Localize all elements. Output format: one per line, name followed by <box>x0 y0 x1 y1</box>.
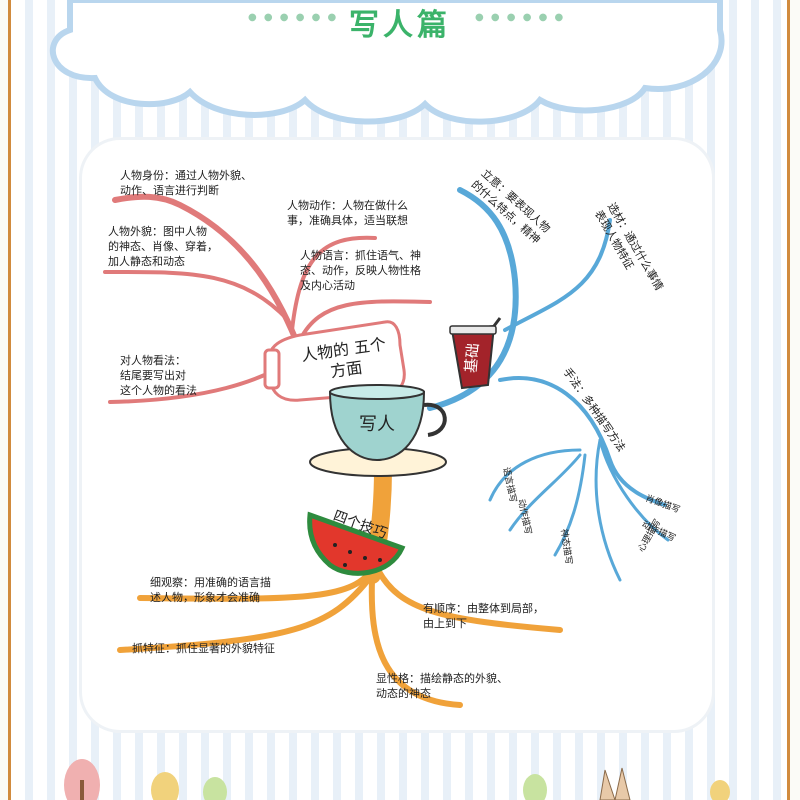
drink-cup-node <box>449 317 502 390</box>
orange-leaf-observe: 细观察：用准确的语言描 述人物，形象才会准确 <box>150 576 271 604</box>
center-node-label: 写人 <box>359 414 395 435</box>
red-leaf-action: 人物动作：人物在做什么 事，准确具体，适当联想 <box>287 199 408 227</box>
title-dots-right: ● ● ● ● ● ● <box>475 12 566 23</box>
orange-leaf-order: 有顺序：由整体到局部， 由上到下 <box>423 602 544 630</box>
blue-node-label: 基础 <box>461 342 483 374</box>
watermelon-node <box>307 511 406 576</box>
red-branches <box>103 193 432 404</box>
red-leaf-language: 人物语言：抓住语气、神 态、动作，反映人物性格 及内心活动 <box>300 249 421 292</box>
title-dots-left: ● ● ● ● ● ● <box>248 12 339 23</box>
bottle-node <box>263 320 406 402</box>
red-leaf-appearance: 人物外貌：图中人物 的神态、肖像、穿着， 加人静态和动态 <box>108 225 218 268</box>
cloud-header <box>49 0 725 125</box>
bottom-decoration <box>64 759 730 800</box>
page-title: 写人篇 <box>349 8 451 43</box>
red-leaf-opinion: 对人物看法： 结尾要写出对 这个人物的看法 <box>120 354 197 397</box>
red-leaf-identity: 人物身份：通过人物外貌、 动作、语言进行判断 <box>120 169 252 197</box>
orange-leaf-personality: 显性格：描绘静态的外貌、 动态的神态 <box>376 672 508 700</box>
teacup-node <box>309 384 447 477</box>
orange-leaf-feature: 抓特征：抓住显著的外貌特征 <box>132 642 275 655</box>
